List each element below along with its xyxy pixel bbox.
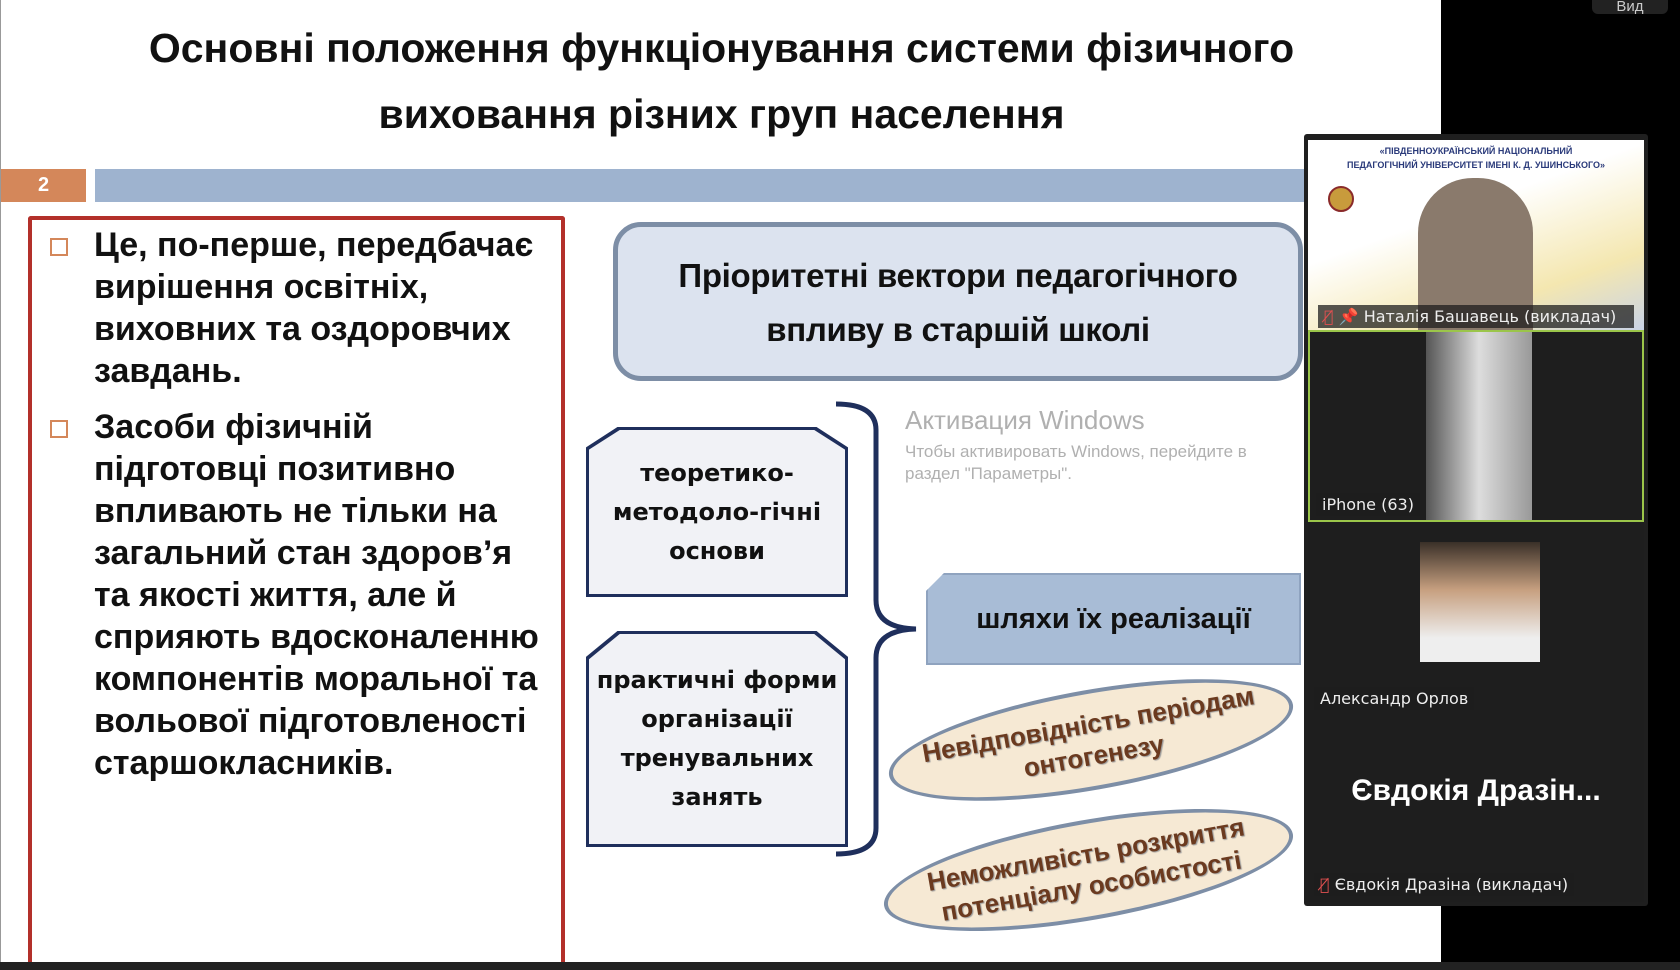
header-line1: Пріоритетні вектори педагогічного xyxy=(678,257,1238,294)
participant-avatar xyxy=(1420,542,1540,662)
participant-name: Євдокія Дразіна (викладач) xyxy=(1334,875,1569,894)
paths-box: шляхи їх реалізації xyxy=(926,573,1301,665)
bullet-item: Засоби фізичній підготовці позитивно впл… xyxy=(50,406,551,784)
video-tile[interactable]: Євдокія Дразін... 🎙̸ Євдокія Дразіна (ви… xyxy=(1308,714,1644,902)
presentation-slide: Основні положення функціонування системи… xyxy=(0,0,1441,962)
ellipse-potential: Неможливість розкриття потенціалу особис… xyxy=(875,784,1302,956)
participant-video xyxy=(1426,332,1532,520)
title-divider-bar xyxy=(95,169,1305,202)
bottom-strip xyxy=(0,962,1680,970)
pin-icon: 📌 xyxy=(1338,307,1359,326)
square-bullet-icon xyxy=(50,238,68,256)
university-emblem-icon xyxy=(1328,186,1354,212)
square-bullet-icon xyxy=(50,420,68,438)
video-tile[interactable]: Александр Орлов xyxy=(1308,522,1644,714)
muted-mic-icon: 🎙̸ xyxy=(1320,875,1330,894)
header-line2: впливу в старшій школі xyxy=(766,311,1150,348)
text-frame: Це, по-перше, передбачає вирішення освіт… xyxy=(28,216,565,962)
participant-name: Наталія Башавець (викладач) xyxy=(1363,307,1617,326)
participant-video xyxy=(1418,178,1533,330)
view-button[interactable]: Вид xyxy=(1592,0,1668,15)
participant-name: iPhone (63) xyxy=(1316,493,1420,516)
video-tile[interactable]: «ПІВДЕННОУКРАЇНСЬКИЙ НАЦІОНАЛЬНИЙ ПЕДАГО… xyxy=(1308,140,1644,330)
participant-name: Александр Орлов xyxy=(1314,687,1475,710)
diagram-header: Пріоритетні вектори педагогічного впливу… xyxy=(613,222,1303,381)
slide-number: 2 xyxy=(1,169,86,202)
participants-panel: «ПІВДЕННОУКРАЇНСЬКИЙ НАЦІОНАЛЬНИЙ ПЕДАГО… xyxy=(1304,134,1648,906)
participant-display-name: Євдокія Дразін... xyxy=(1351,774,1601,807)
bullet-item: Це, по-перше, передбачає вирішення освіт… xyxy=(50,224,551,392)
slide-title-line2: виховання різних груп населення xyxy=(378,91,1065,137)
video-tile-active[interactable]: iPhone (63) xyxy=(1308,330,1644,522)
muted-mic-icon: 🎙̸ xyxy=(1324,307,1334,326)
slide-title-line1: Основні положення функціонування системи… xyxy=(148,25,1295,71)
box-practical: практичні форми організації тренувальних… xyxy=(586,631,848,847)
box-theoretical: теоретико-методоло-гічні основи xyxy=(586,427,848,597)
ellipse-ontogenesis: Невідповідність періодам онтогенезу xyxy=(880,655,1302,825)
curly-brace xyxy=(835,401,917,857)
